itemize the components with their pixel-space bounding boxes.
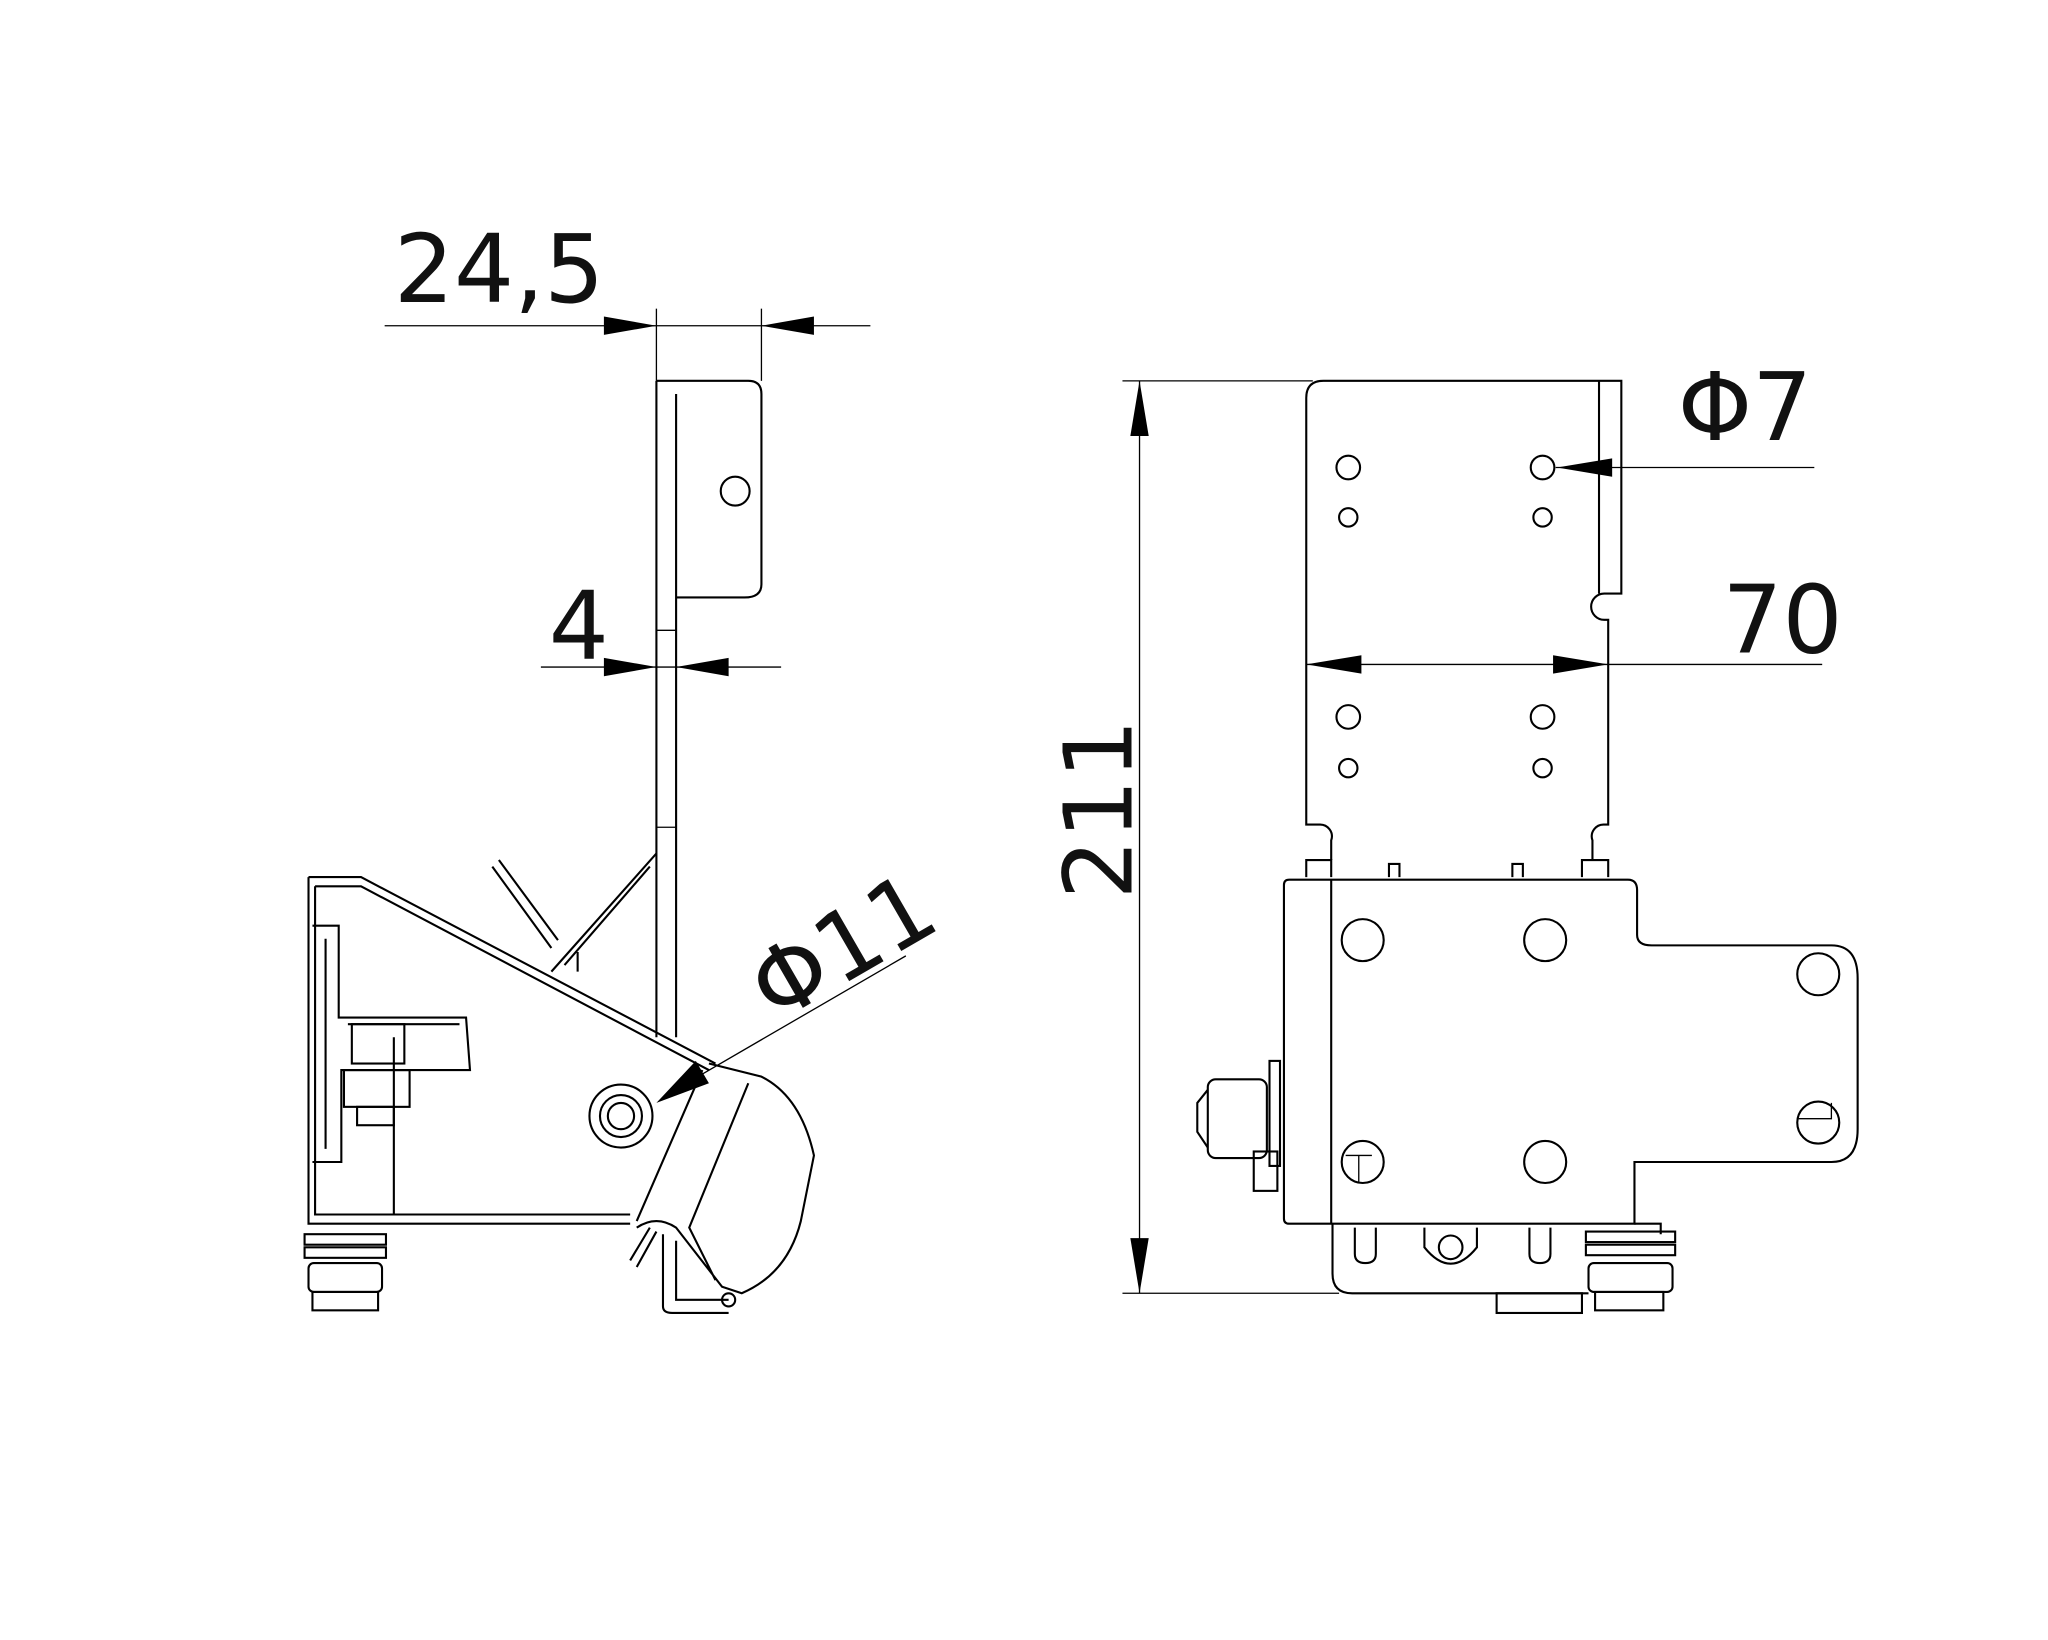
body-holes <box>1340 918 1841 1185</box>
mount-hole <box>719 475 751 507</box>
side-view: 24,5 4 <box>303 215 955 1315</box>
bracket-hole <box>1437 1234 1464 1261</box>
housing-body <box>1282 878 1859 1225</box>
bottom-pin <box>661 1234 729 1315</box>
dimension-shaft-diameter-label: Φ11 <box>731 851 955 1044</box>
bracket-block <box>350 1023 406 1065</box>
nut-stack <box>1584 1230 1677 1312</box>
bracket-washer <box>356 1105 395 1127</box>
mount-plate <box>1305 379 1623 861</box>
dimension-height: 211 <box>1045 380 1340 1294</box>
pin-end <box>721 1292 737 1308</box>
dimension-hole-diameter: Φ7 <box>1555 353 1815 477</box>
knob <box>1196 1059 1282 1192</box>
dimension-hole-diameter-label: Φ7 <box>1678 353 1813 463</box>
dimension-height-label: 211 <box>1045 719 1155 899</box>
locating-pins <box>1305 858 1610 878</box>
dimension-width: 24,5 <box>384 215 871 381</box>
bracket-tab <box>1495 1292 1583 1315</box>
dimension-thickness-label: 4 <box>549 572 609 682</box>
spring-clip <box>629 1227 658 1268</box>
bracket-nut <box>342 1069 411 1108</box>
nut-stack <box>303 1233 388 1312</box>
cover <box>635 1062 816 1295</box>
lower-bracket <box>1331 1222 1662 1295</box>
bracket <box>312 924 472 1215</box>
housing-body <box>307 876 716 1225</box>
wire <box>491 859 559 949</box>
plate-holes <box>1335 454 1556 779</box>
dimension-thickness: 4 <box>540 572 782 682</box>
dimension-width-label: 24,5 <box>394 215 604 325</box>
mount-plate-top <box>655 379 763 1038</box>
dimension-hole-spacing-label: 70 <box>1722 566 1842 676</box>
shaft <box>588 1083 654 1149</box>
gusset <box>550 852 658 973</box>
dimension-hole-spacing: 70 <box>1306 566 1843 676</box>
front-view: 211 Φ7 70 <box>1045 353 1859 1315</box>
